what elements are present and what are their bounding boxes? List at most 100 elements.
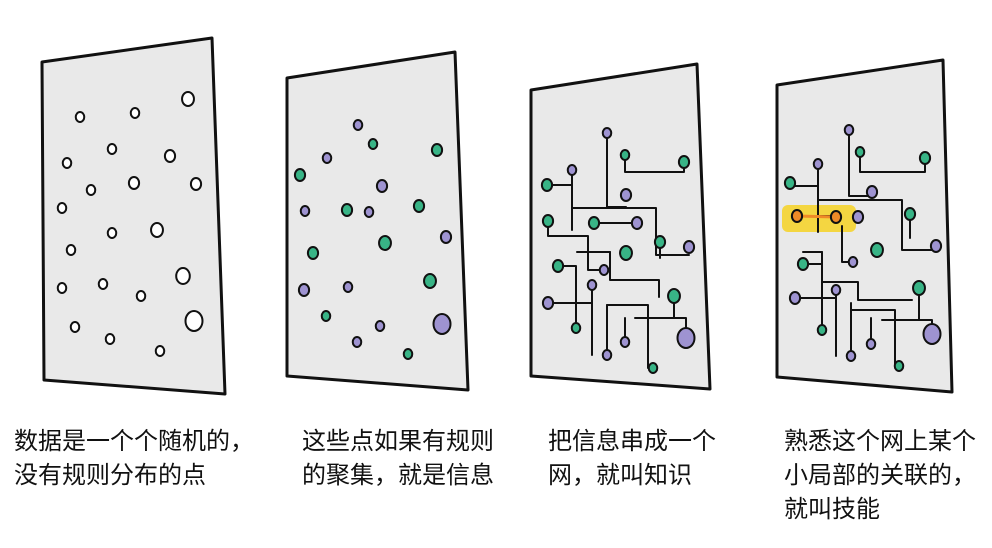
data-point [61, 157, 73, 169]
node-green [667, 288, 681, 304]
node-green [541, 214, 555, 228]
node-green [647, 362, 659, 374]
node-purple [619, 188, 633, 202]
node-green [587, 216, 601, 230]
node-purple [630, 216, 644, 230]
node-purple [566, 164, 578, 176]
node-green [653, 235, 667, 249]
data-point [106, 143, 118, 155]
data-point [56, 282, 68, 294]
panel-data [40, 36, 227, 396]
caption-line: 的聚集，就是信息 [302, 461, 494, 489]
node-purple [843, 124, 855, 136]
node-green [619, 245, 633, 261]
panel-skill [775, 58, 954, 394]
node-green [340, 203, 354, 217]
data-point [154, 345, 166, 357]
node-green [320, 310, 332, 322]
caption-line: 小局部的关联的， [784, 461, 976, 489]
node-purple [351, 336, 363, 348]
node-green [306, 246, 320, 260]
data-point [135, 290, 147, 302]
data-point [74, 111, 86, 123]
node-green [903, 207, 917, 221]
node-purple [321, 152, 333, 164]
node-orange [829, 210, 843, 224]
node-green [619, 149, 631, 161]
network-link [848, 129, 873, 197]
panel-information [285, 50, 470, 392]
caption-line: 就叫技能 [784, 495, 880, 523]
dots-layer [56, 91, 943, 374]
node-purple [865, 185, 879, 199]
node-green [293, 168, 307, 182]
node-purple [865, 338, 877, 350]
node-purple [788, 291, 802, 305]
node-purple [352, 119, 364, 131]
caption-line: 熟悉这个网上某个 [784, 427, 976, 455]
node-purple [682, 240, 696, 254]
network-link [609, 251, 660, 298]
caption-line: 把信息串成一个 [548, 427, 716, 455]
node-purple [847, 256, 859, 268]
caption-line: 没有规则分布的点 [14, 461, 206, 489]
node-purple [439, 230, 453, 244]
data-point [65, 244, 77, 256]
node-green [367, 138, 379, 150]
node-green [677, 155, 691, 169]
node-green [540, 178, 554, 192]
data-point [163, 149, 177, 163]
node-purple [845, 350, 857, 362]
node-green [783, 176, 797, 190]
network-link [547, 220, 605, 271]
node-green [430, 143, 444, 157]
data-point [127, 176, 141, 190]
node-purple [676, 327, 696, 349]
node-green [551, 259, 565, 273]
data-point [69, 321, 81, 333]
node-purple [601, 349, 613, 361]
data-point [106, 227, 118, 239]
data-point [85, 184, 97, 196]
node-green [570, 322, 582, 334]
node-purple [851, 210, 865, 224]
caption-knowledge: 把信息串成一个 网，就叫知识 [548, 424, 716, 492]
caption-line: 网，就叫知识 [548, 461, 692, 489]
node-purple [586, 279, 598, 291]
node-purple [342, 281, 354, 293]
data-point [56, 202, 68, 214]
data-point [104, 333, 116, 345]
network-link [817, 199, 938, 251]
node-purple [812, 158, 824, 170]
highlighted-link [796, 214, 837, 219]
node-purple [922, 323, 942, 345]
node-orange [790, 209, 804, 223]
node-green [854, 146, 866, 158]
node-purple [830, 284, 842, 296]
node-purple [432, 313, 452, 335]
node-purple [541, 296, 555, 310]
node-green [918, 151, 932, 165]
node-purple [374, 320, 386, 332]
node-green [870, 242, 884, 258]
caption-data: 数据是一个个随机的， 没有规则分布的点 [14, 424, 254, 492]
node-green [402, 348, 414, 360]
data-point [175, 267, 191, 285]
node-purple [299, 205, 311, 217]
node-green [912, 280, 926, 296]
node-green [796, 257, 810, 271]
network-link [859, 157, 926, 173]
node-purple [929, 239, 943, 253]
data-point [189, 177, 203, 191]
data-point [150, 222, 164, 238]
node-purple [363, 206, 375, 218]
node-green [412, 199, 426, 213]
caption-line: 数据是一个个随机的， [14, 427, 254, 455]
data-point [97, 278, 109, 290]
node-purple [598, 264, 610, 276]
node-green [378, 235, 392, 251]
network-lines-layer [546, 129, 938, 369]
network-link [571, 207, 690, 256]
node-green [816, 324, 828, 336]
node-purple [375, 179, 389, 193]
